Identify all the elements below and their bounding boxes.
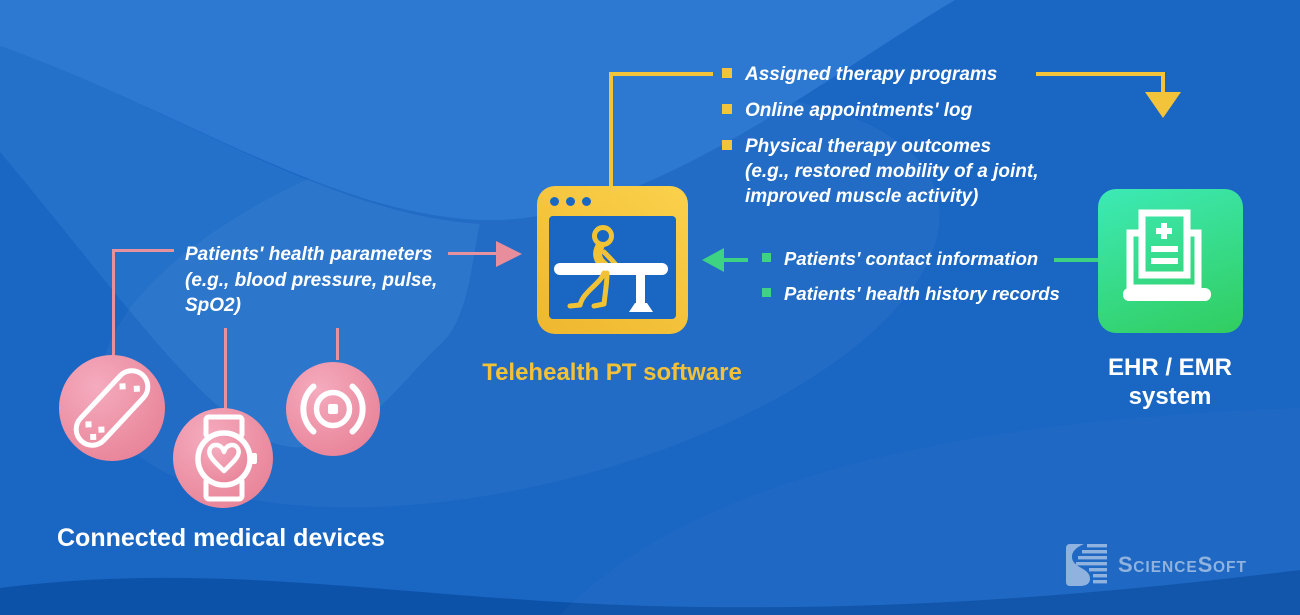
browser-screen xyxy=(549,216,676,319)
connector-software-up-horizontal xyxy=(609,72,713,76)
smartwatch-heart-icon xyxy=(173,408,273,508)
list-item: Assigned therapy programs xyxy=(722,62,1038,87)
physical-therapy-patient-icon xyxy=(554,225,668,312)
connector-from-ehr-line xyxy=(1054,258,1098,262)
connector-patch-vertical xyxy=(112,249,115,356)
ehr-title: EHR / EMR system xyxy=(1107,354,1232,410)
ehr-emr-icon xyxy=(1098,189,1243,333)
list-item: Physical therapy outcomes (e.g., restore… xyxy=(722,134,1038,209)
device-smartwatch xyxy=(173,408,273,508)
connector-to-software-line xyxy=(448,252,498,255)
list-item-label: Assigned therapy programs xyxy=(745,64,998,85)
software-outputs-list: Assigned therapy programs Online appoint… xyxy=(722,62,1038,209)
browser-window-dots-icon xyxy=(550,197,591,206)
laptop-medical-record-icon xyxy=(1123,209,1211,301)
arrow-right-to-software-icon xyxy=(496,241,522,267)
telehealth-software-icon xyxy=(537,186,688,334)
connector-to-ehr-vertical xyxy=(1161,72,1165,94)
sciencesoft-logo-mark-icon xyxy=(1066,544,1107,586)
list-item: Patients' contact information xyxy=(762,248,1060,269)
device-sensor-patch xyxy=(59,355,165,461)
yellow-bullet-icon xyxy=(722,68,732,78)
connector-watch-vertical xyxy=(224,328,227,410)
connector-software-up-vertical xyxy=(609,74,613,186)
green-bullet-icon xyxy=(762,253,771,262)
connector-pulse-vertical xyxy=(336,328,339,360)
list-item-label: Patients' health history records xyxy=(784,283,1060,304)
devices-caption: Connected medical devices xyxy=(57,524,385,552)
sensor-patch-icon xyxy=(59,355,165,461)
connector-to-ehr-horizontal xyxy=(1036,72,1163,76)
software-title: Telehealth PT software xyxy=(482,359,742,386)
arrow-left-to-software-icon xyxy=(702,248,724,272)
green-bullet-icon xyxy=(762,288,771,297)
list-item-label: Patients' contact information xyxy=(784,248,1039,269)
yellow-bullet-icon xyxy=(722,140,732,150)
device-pulse-sensor xyxy=(286,362,380,456)
devices-to-software-label: Patients' health parameters (e.g., blood… xyxy=(185,244,438,316)
pulse-sensor-icon xyxy=(286,362,380,456)
green-arrow-tail xyxy=(720,258,748,262)
yellow-bullet-icon xyxy=(722,104,732,114)
list-item: Online appointments' log xyxy=(722,98,1038,123)
arrow-down-to-ehr-icon xyxy=(1145,92,1181,118)
list-item: Patients' health history records xyxy=(762,283,1060,304)
list-item-label: Physical therapy outcomes (e.g., restore… xyxy=(745,136,1039,207)
list-item-label: Online appointments' log xyxy=(745,100,973,121)
ehr-outputs-list: Patients' contact information Patients' … xyxy=(762,248,1060,304)
connector-patch-horizontal xyxy=(112,249,174,252)
